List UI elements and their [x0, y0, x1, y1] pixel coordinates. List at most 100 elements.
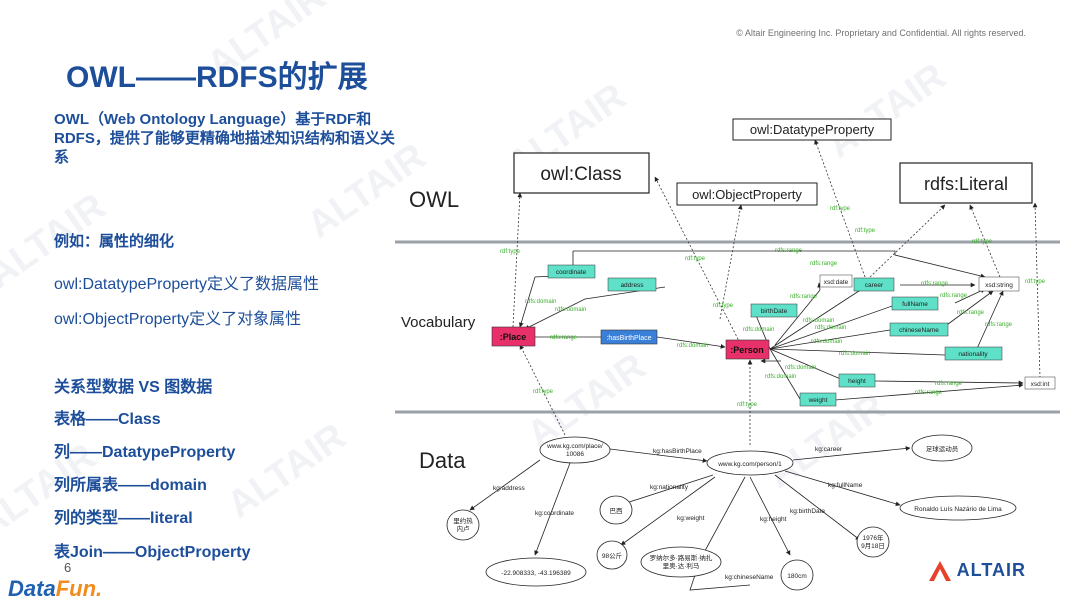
datafun-logo-data: Data: [8, 576, 56, 601]
edge-label: rdfs:range: [921, 281, 949, 287]
svg-text:nationality: nationality: [958, 351, 988, 358]
place-class-node: :Place: [491, 326, 536, 347]
edge-label: rdfs:domain: [815, 325, 846, 331]
address-value-node: 里约热 内卢: [446, 509, 480, 541]
altair-logo-text: ALTAIR: [956, 560, 1026, 580]
compare-item: 列所属表——domain: [54, 477, 207, 494]
svg-text::hasBirthPlace: :hasBirthPlace: [606, 335, 651, 342]
data-edge-label: kg:weight: [677, 515, 705, 522]
edge-label: rdf:type: [855, 228, 876, 234]
datafun-logo: DataFun.: [8, 576, 102, 602]
place-uri-line: 10086: [566, 451, 584, 458]
page-number: 6: [64, 560, 72, 575]
svg-text:fullName: fullName: [902, 301, 928, 308]
compare-item: 表Join——ObjectProperty: [54, 544, 251, 561]
svg-text:足球运动员: 足球运动员: [926, 444, 959, 453]
data-edge-label: kg:chineseName: [725, 574, 774, 581]
xsd-int-node: xsd:int: [1024, 376, 1056, 390]
edge-label: rdfs:range: [775, 248, 803, 254]
layer-label-owl: OWL: [409, 187, 459, 212]
career-value-node: 足球运动员: [911, 434, 973, 462]
svg-text:address: address: [620, 282, 644, 289]
hasbirthplace-property-node: :hasBirthPlace: [600, 329, 658, 345]
svg-text:Ronaldo Luís Nazário de Lima: Ronaldo Luís Nazário de Lima: [914, 506, 1002, 513]
svg-text::Person: :Person: [730, 345, 764, 355]
place-uri-line: www.kg.com/place/: [546, 443, 603, 450]
edge-label: rdf:type: [500, 249, 521, 255]
edge-label: rdfs:domain: [803, 318, 834, 324]
edge-label: rdfs:domain: [677, 343, 708, 349]
edge-label: rdfs:range: [985, 322, 1013, 328]
owl-datatypeproperty-node: owl:DatatypeProperty: [732, 118, 892, 141]
svg-text:里约热: 里约热: [453, 516, 473, 525]
compare-item: 列的类型——literal: [54, 510, 193, 527]
svg-text:罗纳尔多·路易斯·纳扎: 罗纳尔多·路易斯·纳扎: [650, 553, 713, 562]
edge-label: rdfs:domain: [765, 374, 796, 380]
svg-text:chineseName: chineseName: [899, 327, 939, 334]
birthdate-value-node: 1976年 9月18日: [856, 526, 890, 558]
edge-label: rdf:type: [737, 402, 758, 408]
altair-logo: ALTAIR: [928, 560, 1026, 581]
owl-objectproperty-node: owl:ObjectProperty: [676, 182, 818, 206]
svg-text:birthDate: birthDate: [761, 308, 788, 315]
svg-text:xsd:string: xsd:string: [985, 282, 1013, 289]
data-edge-label: kg:career: [815, 446, 843, 453]
svg-text:里奥·达·利马: 里奥·达·利马: [663, 561, 700, 570]
intro-text: OWL（Web Ontology Language）基于RDF和RDFS，提供了…: [54, 111, 395, 166]
data-edge-label: kg:nationality: [650, 484, 689, 491]
person-class-node: :Person: [725, 339, 770, 360]
data-edge-label: kg:birthDate: [790, 508, 825, 515]
edge-label: rdfs:domain: [811, 339, 842, 345]
edge-label: rdf:type: [685, 256, 706, 262]
layer-label-data: Data: [419, 448, 466, 473]
fullname-value-node: Ronaldo Luís Nazário de Lima: [899, 495, 1017, 521]
coordinate-property-node: coordinate: [547, 264, 596, 279]
data-edge-label: kg:height: [760, 516, 787, 523]
svg-text:owl:ObjectProperty: owl:ObjectProperty: [692, 187, 802, 202]
owl-diagram: OWL Vocabulary Data owl:Class owl:Object…: [395, 118, 1060, 591]
svg-text::Place: :Place: [500, 332, 527, 342]
svg-text:180cm: 180cm: [787, 573, 807, 580]
edge-label: rdfs:range: [790, 294, 818, 300]
svg-text:1976年: 1976年: [863, 533, 884, 542]
svg-text:owl:Class: owl:Class: [540, 164, 621, 185]
altair-logo-icon: [928, 560, 951, 581]
height-property-node: height: [838, 373, 876, 388]
example-heading: 例如：属性的细化: [54, 233, 175, 250]
svg-text:内卢: 内卢: [457, 524, 471, 533]
object-property-line: owl:ObjectProperty定义了对象属性: [54, 311, 302, 328]
svg-text:www.kg.com/person/1: www.kg.com/person/1: [717, 461, 782, 468]
svg-text:weight: weight: [808, 397, 828, 404]
svg-text:rdfs:Literal: rdfs:Literal: [924, 174, 1008, 194]
edge-label: rdfs:domain: [839, 351, 870, 357]
xsd-date-node: xsd:date: [819, 274, 853, 288]
address-property-node: address: [607, 277, 657, 292]
edge-label: rdfs:range: [935, 381, 963, 387]
data-edge-label: kg:hasBirthPlace: [653, 448, 702, 455]
svg-text:height: height: [848, 378, 866, 385]
edge-label: rdfs:range: [810, 261, 838, 267]
svg-text:xsd:int: xsd:int: [1031, 381, 1050, 388]
edge-label: rdf:type: [533, 389, 554, 395]
compare-item: 表格——Class: [54, 411, 161, 428]
compare-heading: 关系型数据 VS 图数据: [54, 379, 213, 396]
weight-property-node: weight: [799, 392, 837, 407]
edge-label: rdf:type: [1025, 279, 1046, 285]
edge-label: rdf:type: [972, 239, 993, 245]
height-value-node: 180cm: [780, 559, 814, 591]
svg-text:owl:DatatypeProperty: owl:DatatypeProperty: [750, 122, 875, 137]
datafun-logo-fun: Fun.: [55, 576, 103, 601]
chinesename-property-node: chineseName: [889, 322, 949, 337]
data-edge-label: kg:address: [493, 485, 526, 492]
xsd-string-node: xsd:string: [978, 276, 1020, 292]
edge-label: rdfs:domain: [555, 307, 586, 313]
career-property-node: career: [853, 277, 895, 292]
data-edge-label: kg:fullName: [828, 482, 863, 489]
svg-text:xsd:date: xsd:date: [824, 279, 849, 286]
weight-value-node: 98公斤: [596, 540, 628, 570]
coordinate-value-node: -22.908333, -43.196389: [485, 557, 587, 587]
svg-text:巴西: 巴西: [610, 507, 624, 515]
watermark: ALTAIR: [219, 415, 354, 527]
edge-label: rdfs:domain: [785, 365, 816, 371]
svg-text:9月18日: 9月18日: [861, 542, 885, 550]
